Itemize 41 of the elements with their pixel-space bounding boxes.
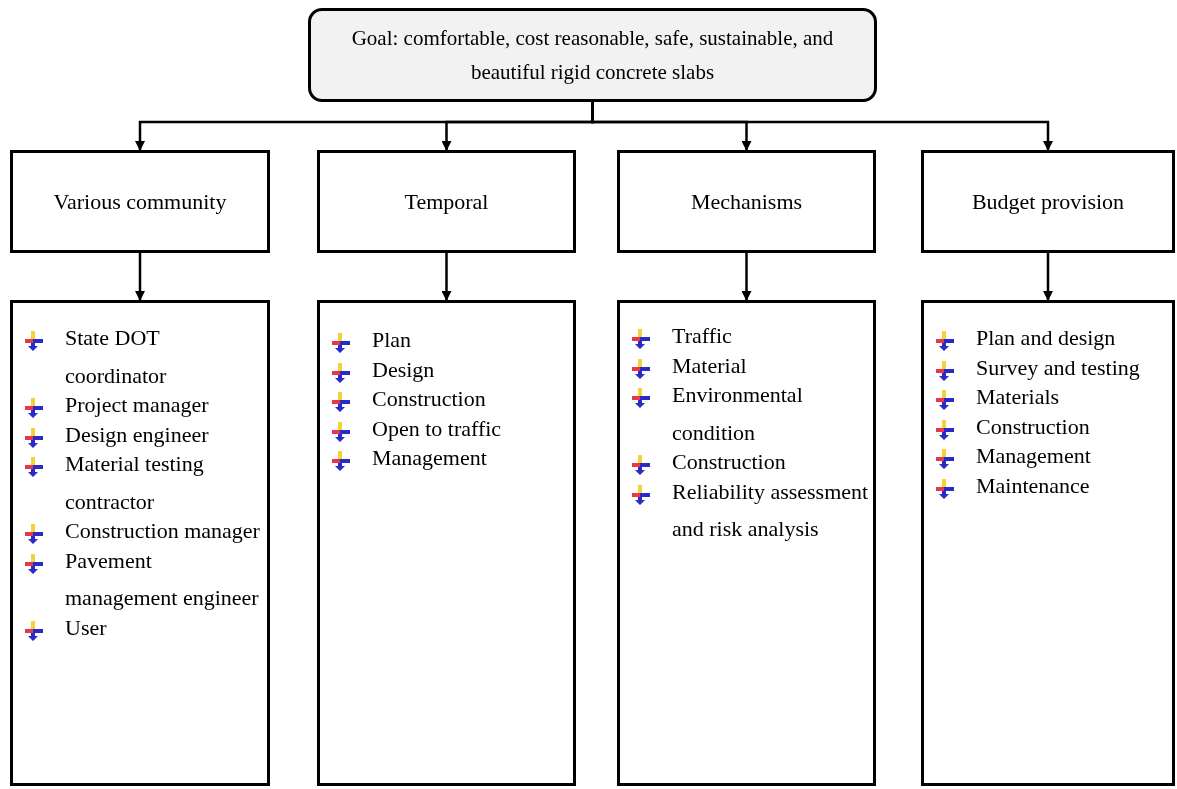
- arrow: [741, 253, 752, 301]
- list-item-text: Pavement management engineer: [65, 546, 260, 612]
- category-title: Temporal: [404, 188, 489, 216]
- list-item-text: Maintenance: [976, 471, 1090, 500]
- category-box: [921, 150, 1175, 253]
- list-item-text: Materials: [976, 383, 1060, 411]
- list-item-text: Plan: [372, 326, 412, 354]
- category-title: Mechanisms: [690, 188, 803, 216]
- list-item-text: Material: [672, 351, 747, 380]
- arrow: [135, 253, 145, 301]
- list-item-text: Construction manager: [65, 517, 260, 545]
- list-item-text: Environmental condition: [672, 381, 804, 447]
- list-item-text: Material testing contractor: [65, 450, 205, 516]
- category-title: Budget provision: [971, 188, 1125, 216]
- category-box: [10, 150, 270, 253]
- list-box: [921, 300, 1175, 786]
- list-item-text: State DOT coordinator: [65, 324, 168, 390]
- list-box: [10, 300, 270, 786]
- list-item-text: User: [65, 613, 107, 642]
- goal-text: Goal: comfortable, cost reasonable, safe, sustainable, and beautiful rigid concrete slabs: [351, 25, 834, 86]
- arrow: [441, 253, 452, 301]
- category-title: Various community: [53, 188, 227, 216]
- list-item-text: Plan and design: [976, 324, 1116, 352]
- category-box: [617, 150, 876, 253]
- list-item-text: Management: [976, 442, 1091, 470]
- category-box: [317, 150, 576, 253]
- list-item-text: Traffic: [672, 322, 732, 350]
- list-box: [617, 300, 876, 786]
- list-item-text: Project manager: [65, 391, 209, 419]
- goal-box: [308, 8, 877, 102]
- list-item-text: Design engineer: [65, 420, 209, 449]
- list-item-text: Management: [372, 444, 487, 472]
- list-item-text: Construction: [672, 448, 786, 476]
- arrow: [1043, 253, 1053, 301]
- list-item-text: Design: [372, 355, 435, 384]
- list-box: [317, 300, 576, 786]
- list-item-text: Construction: [976, 412, 1090, 441]
- list-item-text: Survey and testing: [976, 353, 1140, 382]
- list-item-text: Reliability assessment and risk analysis: [672, 477, 869, 543]
- list-item-text: Construction: [372, 385, 486, 413]
- list-item-text: Open to traffic: [372, 414, 502, 443]
